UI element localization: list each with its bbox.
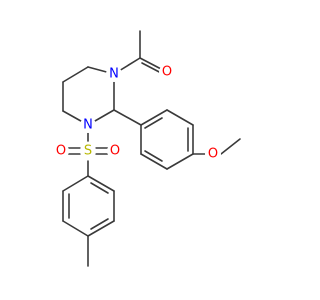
sulfonyl-sulfur-label: S	[84, 144, 92, 159]
anisyl-ring-bond	[166, 153, 194, 170]
anisyl-inner-double-bond	[144, 150, 163, 162]
tolyl-inner-double-bond	[90, 218, 109, 230]
anisyl-ring-bond	[140, 153, 168, 170]
sulfonyl-oxygen-left-label: O	[56, 144, 66, 159]
sulfonyl-oxygen-right-label: O	[110, 144, 120, 159]
anisyl-link-bond	[113, 109, 142, 126]
tolyl-ring-bond	[62, 175, 89, 192]
methoxy-oxygen-label: O	[208, 147, 218, 162]
tolyl-ring-bond	[87, 220, 115, 237]
atom-methoxy-oxygen: O	[205, 146, 221, 162]
tolyl-ring-bond	[62, 220, 89, 237]
n3-label: N	[83, 118, 93, 133]
carbonyl-oxygen-label: O	[162, 65, 172, 80]
n1-label: N	[109, 67, 119, 82]
anisyl-inner-double-bond	[144, 117, 163, 129]
chemical-structure-diagram: N N O O S O O	[53, 30, 241, 267]
atom-carbonyl-oxygen: O	[159, 64, 175, 80]
atom-sulfonyl-oxygen-left: O	[53, 143, 69, 159]
anisyl-ring-bond	[166, 109, 194, 126]
ring-bond	[62, 66, 89, 83]
atom-sulfonyl-sulfur: S	[80, 143, 96, 159]
bond-lines	[62, 30, 241, 267]
tolyl-inner-double-bond	[90, 182, 109, 194]
atom-n1: N	[106, 66, 122, 82]
carbonyl-bond	[139, 57, 164, 71]
atom-sulfonyl-oxygen-right: O	[107, 143, 123, 159]
anisyl-ring-bond	[140, 109, 168, 126]
tolyl-ring-bond	[87, 175, 115, 192]
methoxy-methyl-bond	[220, 138, 241, 155]
atom-n3: N	[80, 117, 96, 133]
